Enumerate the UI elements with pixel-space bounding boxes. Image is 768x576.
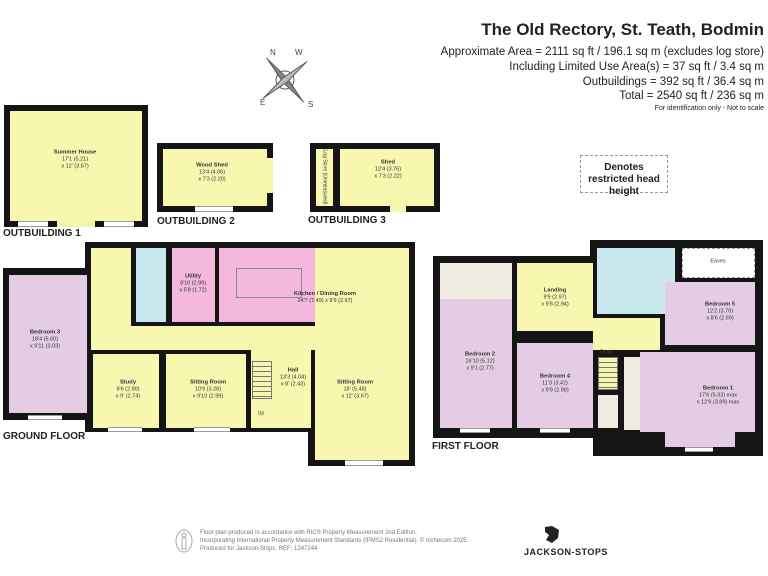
disclaimer: For identification only - Not to scale xyxy=(654,105,764,112)
window xyxy=(18,221,48,227)
shower-room xyxy=(136,248,166,322)
window xyxy=(460,428,490,433)
area-line: Outbuildings = 392 sq ft / 36.4 sq m xyxy=(582,76,764,88)
bathroom xyxy=(597,248,675,314)
jackson-stops-logo-icon xyxy=(545,526,559,543)
shed xyxy=(340,149,434,206)
brand-name: JACKSON-STOPS xyxy=(524,547,608,557)
bedroom-2 xyxy=(440,299,512,428)
corridor xyxy=(91,326,315,350)
compass-e: E xyxy=(260,98,265,107)
bedroom-1 xyxy=(640,352,755,432)
summer-house xyxy=(10,111,142,221)
window xyxy=(28,415,62,420)
window xyxy=(685,447,713,452)
outbuilding-2-label: OUTBUILDING 2 xyxy=(157,216,235,227)
log-store-label: Log Store (Unmeasured) xyxy=(321,149,328,205)
stairs-down-label: Down xyxy=(600,349,614,356)
person-scale-icon xyxy=(175,529,193,553)
restricted-height-legend: Denotes restricted head height xyxy=(580,155,668,197)
window xyxy=(540,428,570,433)
eaves-label: Eaves xyxy=(710,258,726,265)
wardrobe xyxy=(624,357,640,430)
window xyxy=(194,427,230,432)
rear-hall xyxy=(91,248,131,328)
landing-corridor xyxy=(593,318,660,350)
utility xyxy=(172,248,215,322)
sitting-room-small xyxy=(166,354,246,428)
window xyxy=(108,427,142,432)
compass-n: N xyxy=(270,48,276,57)
compass-icon: W S E N xyxy=(260,48,313,109)
dining-area xyxy=(315,248,409,326)
bedroom-4 xyxy=(517,343,593,428)
bedroom-1-bay xyxy=(665,430,735,447)
eaves xyxy=(682,248,755,278)
window xyxy=(104,221,134,227)
first-floor-label: FIRST FLOOR xyxy=(432,441,499,452)
page-title: The Old Rectory, St. Teath, Bodmin xyxy=(481,20,764,39)
outbuilding-3-label: OUTBUILDING 3 xyxy=(308,215,386,226)
bedroom-5 xyxy=(665,282,755,345)
footer-text: Floor plan produced in accordance with R… xyxy=(200,530,469,552)
window xyxy=(195,206,233,212)
stairs-up-label: Up xyxy=(257,410,265,417)
area-line: Total = 2540 sq ft / 236 sq m xyxy=(619,90,764,102)
stairs-icon xyxy=(598,357,618,390)
doorway xyxy=(57,221,95,227)
study xyxy=(93,354,159,428)
area-line: Including Limited Use Area(s) = 37 sq ft… xyxy=(509,61,764,73)
landing xyxy=(517,263,593,331)
bedroom-3 xyxy=(9,275,87,413)
wood-shed xyxy=(163,149,267,206)
cupboard xyxy=(598,395,618,428)
wardrobe-area xyxy=(440,263,512,299)
window xyxy=(345,460,383,466)
ground-floor-label: GROUND FLOOR xyxy=(3,431,86,442)
kitchen-island xyxy=(236,268,302,298)
compass-s: S xyxy=(308,100,313,109)
log-store xyxy=(316,149,333,206)
area-line: Approximate Area = 2111 sq ft / 196.1 sq… xyxy=(440,46,764,58)
outbuilding-1-label: OUTBUILDING 1 xyxy=(3,228,81,239)
doorway xyxy=(267,158,273,193)
stairs-icon xyxy=(252,361,272,399)
compass-w: W xyxy=(295,48,303,57)
sitting-room-large xyxy=(315,326,409,460)
doorway xyxy=(390,206,406,212)
